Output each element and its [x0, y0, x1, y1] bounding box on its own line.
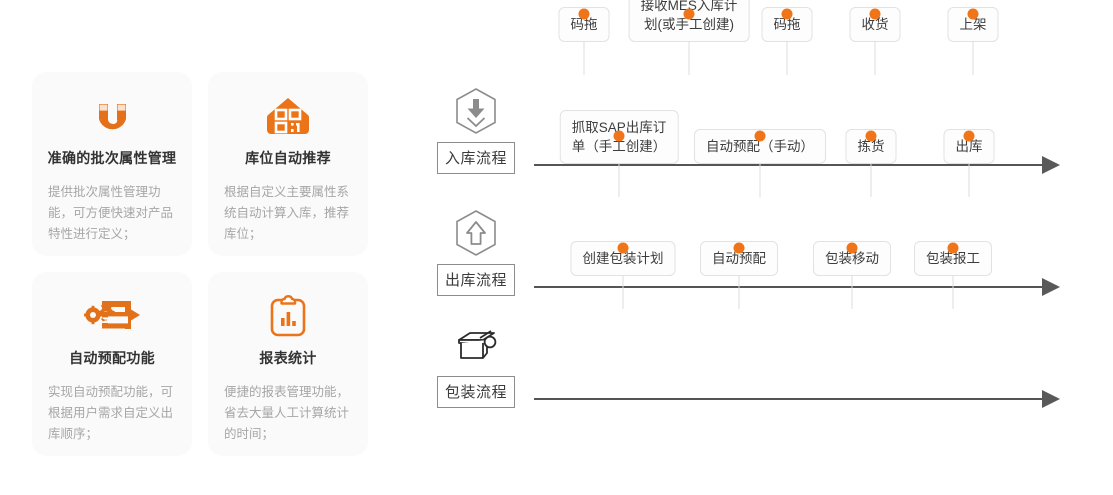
feature-card-title: 准确的批次属性管理 — [47, 150, 177, 166]
flow-row-inbound: 入库流程 码拖 接收MES入库计 划(或手工创建) 码拖 — [430, 0, 1080, 196]
flow-node-stem — [688, 41, 690, 75]
flow-label-inbound: 入库流程 — [436, 142, 515, 174]
feature-card-grid: 准确的批次属性管理 提供批次属性管理功能，可方便快速对产品特性进行定义； 库位自… — [32, 72, 384, 460]
flow-row-packaging: 包装流程 创建包装计划 自动预配 包装移动 — [430, 241, 1080, 430]
flow-node-dot — [613, 130, 625, 142]
flow-head-inbound: 入库流程 — [430, 86, 522, 174]
flow-head-outbound: 出库流程 — [430, 208, 522, 296]
flow-node-label: 出库 — [943, 129, 995, 164]
timeline-axis — [534, 286, 1046, 288]
feature-card-desc: 实现自动预配功能，可根据用户需求自定义出库顺序； — [48, 385, 174, 441]
flow-node-dot — [781, 8, 793, 20]
flow-node-label: 接收MES入库计 划(或手工创建) — [628, 0, 750, 42]
flow-node-stem — [738, 275, 740, 309]
feature-card-desc: 根据自定义主要属性系统自动计算入库，推荐库位； — [224, 185, 350, 241]
feature-card-desc: 便捷的报表管理功能，省去大量人工计算统计的时间； — [224, 385, 350, 441]
flow-node-label: 码拖 — [558, 7, 610, 42]
timeline-arrow-icon — [1042, 156, 1060, 174]
feature-card-title: 库位自动推荐 — [245, 150, 331, 166]
flow-node-dot — [733, 242, 745, 254]
flow-node-stem — [874, 41, 876, 75]
flow-node-dot — [683, 8, 695, 20]
timeline-arrow-icon — [1042, 278, 1060, 296]
timeline-outbound: 抓取SAP出库订 单（手工创建） 自动预配（手动） 拣货 出库 — [534, 110, 1080, 318]
package-box-icon — [450, 320, 502, 370]
flow-node-stem — [968, 163, 970, 197]
flow-node-dot — [754, 130, 766, 142]
feature-card-desc: 提供批次属性管理功能，可方便快速对产品特性进行定义； — [48, 185, 174, 241]
flow-node-stem — [618, 163, 620, 197]
flow-label-packaging: 包装流程 — [436, 376, 515, 408]
flow-node-stem — [972, 41, 974, 75]
flow-node-stem — [870, 163, 872, 197]
timeline-arrow-icon — [1042, 390, 1060, 408]
timeline-inbound: 码拖 接收MES入库计 划(或手工创建) 码拖 收货 — [534, 0, 1080, 196]
timeline-packaging: 创建包装计划 自动预配 包装移动 包装报工 — [534, 241, 1080, 430]
feature-card-batch-attributes[interactable]: 准确的批次属性管理 提供批次属性管理功能，可方便快速对产品特性进行定义； — [32, 72, 192, 256]
flow-node-dot — [869, 8, 881, 20]
feature-card-title: 自动预配功能 — [69, 350, 155, 366]
flow-node-dot — [578, 8, 590, 20]
flow-node-dot — [617, 242, 629, 254]
feature-card-bin-recommendation[interactable]: 库位自动推荐 根据自定义主要属性系统自动计算入库，推荐库位； — [208, 72, 368, 256]
flow-node-stem — [851, 275, 853, 309]
flow-node-dot — [865, 130, 877, 142]
flow-label-outbound: 出库流程 — [436, 264, 515, 296]
flow-row-outbound: 出库流程 抓取SAP出库订 单（手工创建） 自动预配（手动） 拣货 — [430, 110, 1080, 318]
feature-card-auto-allocation[interactable]: 自动预配功能 实现自动预配功能，可根据用户需求自定义出库顺序； — [32, 272, 192, 456]
flow-node-stem — [583, 41, 585, 75]
flow-head-packaging: 包装流程 — [430, 320, 522, 408]
process-flow-diagrams: 入库流程 码拖 接收MES入库计 划(或手工创建) 码拖 — [430, 0, 1080, 426]
flow-node-stem — [622, 275, 624, 309]
feature-card-title: 报表统计 — [259, 350, 317, 366]
flow-node-stem — [952, 275, 954, 309]
flow-node-dot — [967, 8, 979, 20]
warehouse-qr-icon — [265, 90, 311, 142]
flow-node-stem — [759, 163, 761, 197]
flow-node-stem — [786, 41, 788, 75]
clipboard-chart-icon — [267, 290, 309, 342]
hexagon-upload-icon — [452, 208, 500, 258]
flow-node-dot — [963, 130, 975, 142]
feature-card-report-statistics[interactable]: 报表统计 便捷的报表管理功能，省去大量人工计算统计的时间； — [208, 272, 368, 456]
timeline-axis — [534, 164, 1046, 166]
magnet-icon — [90, 90, 134, 142]
hexagon-download-icon — [452, 86, 500, 136]
flow-node-dot — [846, 242, 858, 254]
timeline-axis — [534, 398, 1046, 400]
flow-node-dot — [947, 242, 959, 254]
gear-arrow-icon — [83, 290, 141, 342]
